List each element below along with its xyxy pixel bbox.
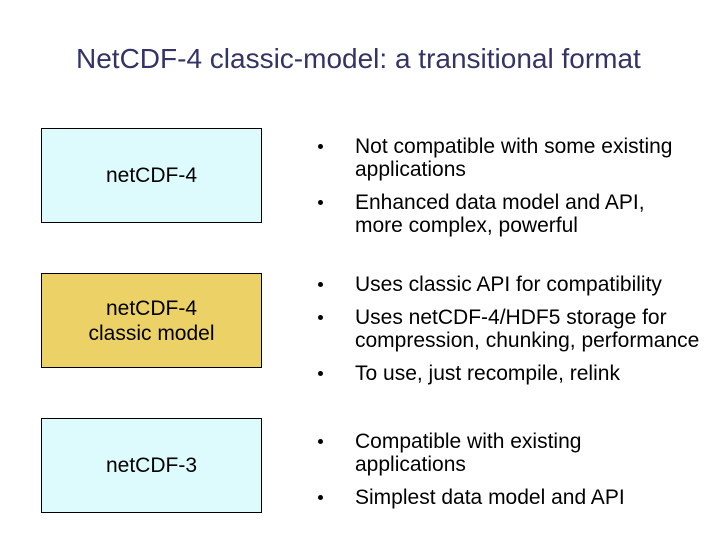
diagram-box-netcdf-3: netCDF-3 — [41, 418, 262, 513]
bullet-icon — [316, 306, 355, 320]
list-item: To use, just recompile, relink — [316, 362, 708, 385]
list-item: Uses netCDF-4/HDF5 storage for compressi… — [316, 306, 708, 352]
bullet-icon — [316, 273, 355, 287]
bullet-group-netcdf-4: Not compatible with some existing applic… — [316, 135, 708, 247]
bullet-text: Compatible with existing applications — [355, 430, 582, 476]
bullet-icon — [316, 430, 355, 444]
bullet-text: Simplest data model and API — [355, 486, 625, 509]
bullet-icon — [316, 191, 355, 205]
bullet-group-netcdf-3: Compatible with existing applications Si… — [316, 430, 708, 519]
list-item: Simplest data model and API — [316, 486, 708, 509]
bullet-icon — [316, 486, 355, 500]
slide-title: NetCDF-4 classic-model: a transitional f… — [76, 43, 641, 74]
bullet-text: Uses netCDF-4/HDF5 storage for compressi… — [355, 306, 700, 352]
bullet-text: To use, just recompile, relink — [355, 362, 620, 385]
bullet-group-netcdf-4-classic-model: Uses classic API for compatibility Uses … — [316, 273, 708, 395]
bullet-icon — [316, 135, 355, 149]
list-item: Uses classic API for compatibility — [316, 273, 708, 296]
list-item: Enhanced data model and API, more comple… — [316, 191, 708, 237]
bullet-text: Enhanced data model and API, more comple… — [355, 191, 645, 237]
bullet-icon — [316, 362, 355, 376]
diagram-box-netcdf-4: netCDF-4 — [41, 128, 262, 223]
list-item: Compatible with existing applications — [316, 430, 708, 476]
diagram-box-netcdf-4-classic-model: netCDF-4 classic model — [41, 273, 262, 368]
bullet-text: Not compatible with some existing applic… — [355, 135, 673, 181]
bullet-text: Uses classic API for compatibility — [355, 273, 662, 296]
list-item: Not compatible with some existing applic… — [316, 135, 708, 181]
